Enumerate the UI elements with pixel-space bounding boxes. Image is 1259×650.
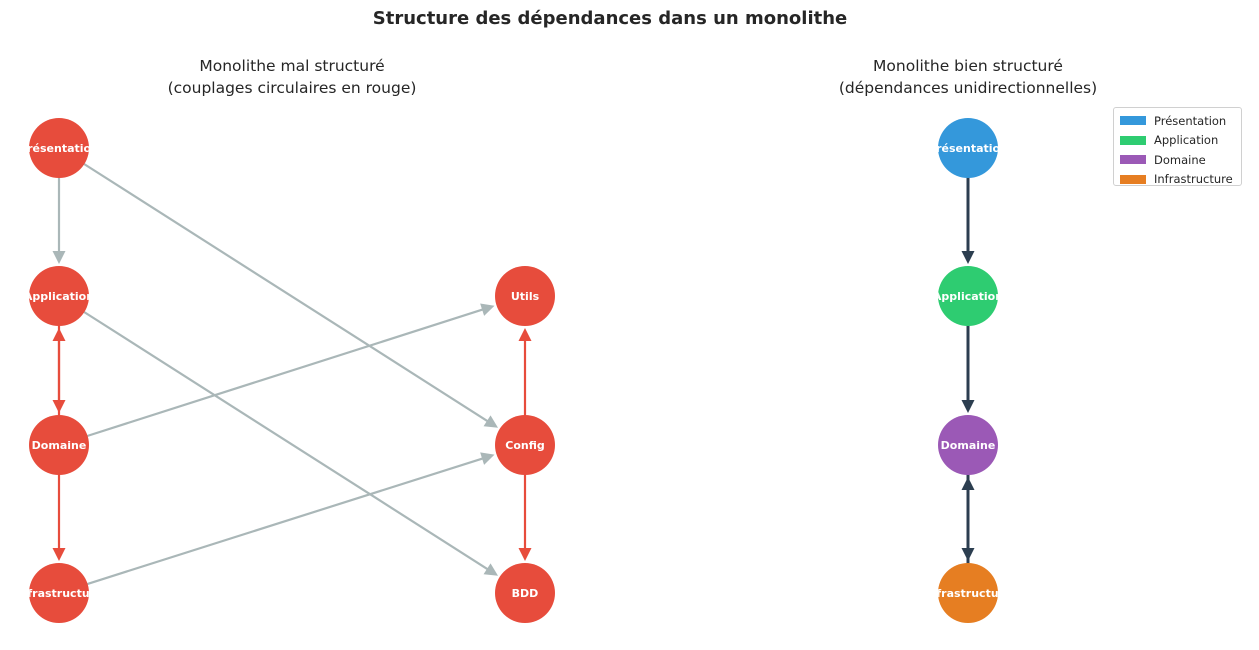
right-panel-subtitle: Monolithe bien structuré (dépendances un… bbox=[768, 55, 1168, 99]
legend-item: Infrastructure bbox=[1120, 170, 1235, 190]
dependency-arrow-config-bdd bbox=[518, 473, 532, 561]
dependency-arrow-dom-infra bbox=[52, 473, 66, 561]
node-circle bbox=[938, 563, 998, 623]
node-circle bbox=[938, 415, 998, 475]
node-circle bbox=[938, 118, 998, 178]
left-subtitle-line2: (couplages circulaires en rouge) bbox=[167, 79, 417, 97]
legend-swatch bbox=[1120, 174, 1146, 184]
dependency-arrow-dom-utils bbox=[86, 303, 495, 437]
node-circle bbox=[938, 266, 998, 326]
node-circle bbox=[29, 415, 89, 475]
node-label: Config bbox=[505, 439, 545, 452]
legend-item: Présentation bbox=[1120, 111, 1235, 131]
node-label: Présentation bbox=[19, 142, 99, 155]
dependency-arrow-dom-infra bbox=[961, 473, 975, 561]
left-node-utils: Utils bbox=[495, 266, 555, 326]
right-edges bbox=[961, 176, 975, 565]
legend-label: Application bbox=[1154, 133, 1219, 148]
left-edges bbox=[52, 163, 532, 586]
legend-label: Présentation bbox=[1154, 113, 1227, 128]
left-subtitle-line1: Monolithe mal structuré bbox=[199, 57, 385, 75]
legend-swatch bbox=[1120, 155, 1146, 165]
left-node-config: Config bbox=[495, 415, 555, 475]
right-node-pres: Présentation bbox=[928, 118, 1008, 178]
node-label: Domaine bbox=[941, 439, 996, 452]
node-label: Utils bbox=[511, 290, 540, 303]
left-node-app: Application bbox=[24, 266, 94, 326]
node-label: Application bbox=[933, 290, 1003, 303]
legend-item: Application bbox=[1120, 131, 1235, 151]
node-label: Infrastructure bbox=[15, 587, 102, 600]
legend-swatch bbox=[1120, 116, 1146, 126]
left-node-bdd: BDD bbox=[495, 563, 555, 623]
node-label: Infrastructure bbox=[924, 587, 1011, 600]
legend-label: Domaine bbox=[1154, 152, 1206, 167]
left-node-pres: Présentation bbox=[19, 118, 99, 178]
left-panel-subtitle: Monolithe mal structuré (couplages circu… bbox=[92, 55, 492, 99]
dependency-arrow-pres-app bbox=[52, 176, 66, 264]
dependency-arrow-infra-config bbox=[86, 452, 495, 586]
dependency-arrow-pres-app bbox=[961, 176, 975, 264]
left-nodes: PrésentationApplicationDomaineInfrastruc… bbox=[15, 118, 555, 623]
legend-label: Infrastructure bbox=[1154, 172, 1233, 187]
node-label: Présentation bbox=[928, 142, 1008, 155]
legend-item: Domaine bbox=[1120, 150, 1235, 170]
left-node-infra: Infrastructure bbox=[15, 563, 102, 623]
node-circle bbox=[495, 415, 555, 475]
right-node-dom: Domaine bbox=[938, 415, 998, 475]
dependency-arrow-pres-config bbox=[83, 163, 499, 428]
node-circle bbox=[29, 563, 89, 623]
node-label: BDD bbox=[512, 587, 539, 600]
right-nodes: PrésentationApplicationDomaineInfrastruc… bbox=[924, 118, 1011, 623]
legend: Présentation Application Domaine Infrast… bbox=[1113, 107, 1242, 186]
dependency-arrow-config-utils bbox=[518, 328, 532, 417]
dependency-arrow-app-bdd bbox=[83, 311, 499, 576]
node-label: Application bbox=[24, 290, 94, 303]
right-subtitle-line1: Monolithe bien structuré bbox=[873, 57, 1063, 75]
node-circle bbox=[29, 266, 89, 326]
diagram-title: Structure des dépendances dans un monoli… bbox=[372, 8, 848, 29]
dependency-arrow-dom-app bbox=[52, 328, 66, 417]
node-circle bbox=[495, 563, 555, 623]
node-circle bbox=[29, 118, 89, 178]
node-circle bbox=[495, 266, 555, 326]
right-node-infra: Infrastructure bbox=[924, 563, 1011, 623]
legend-swatch bbox=[1120, 135, 1146, 145]
right-node-app: Application bbox=[933, 266, 1003, 326]
node-label: Domaine bbox=[32, 439, 87, 452]
dependency-arrow-app-dom bbox=[961, 324, 975, 413]
right-subtitle-line2: (dépendances unidirectionnelles) bbox=[838, 79, 1098, 97]
left-node-dom: Domaine bbox=[29, 415, 89, 475]
